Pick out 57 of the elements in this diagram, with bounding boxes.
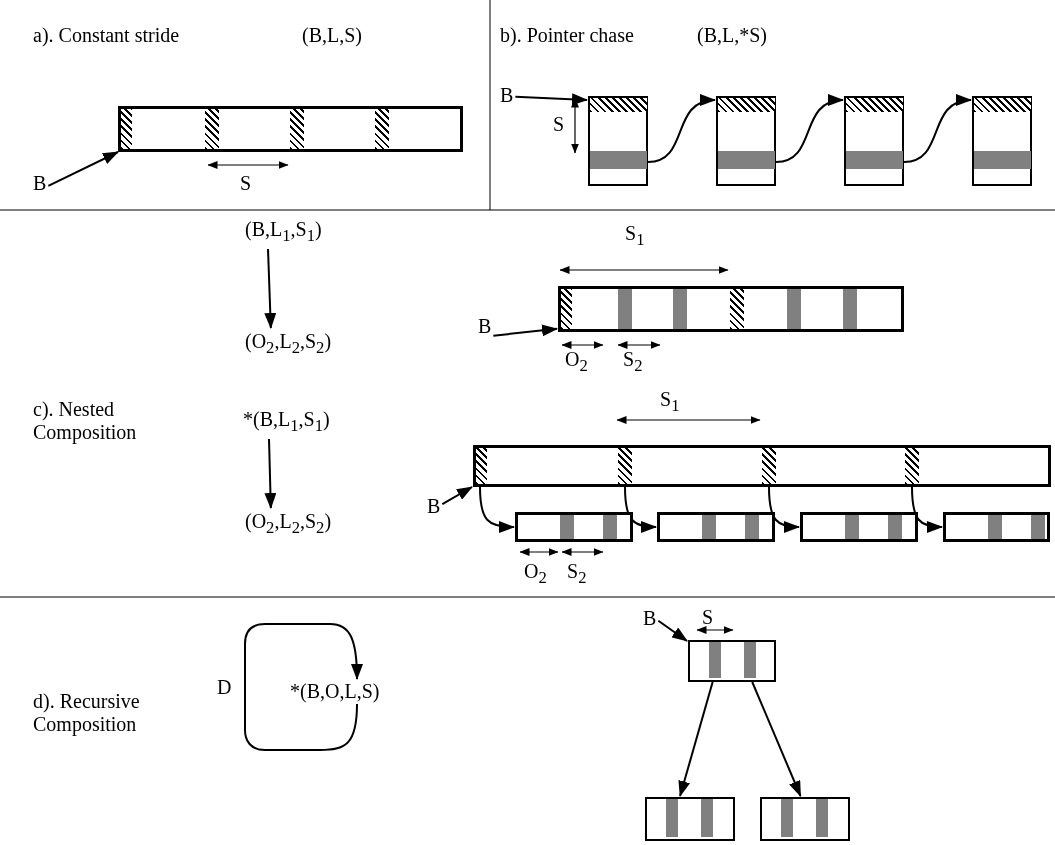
pointer-label: B xyxy=(500,84,514,107)
dimension-label: S$_{1}$ xyxy=(660,388,680,417)
arrow xyxy=(768,486,800,533)
dimension-label: O$_{2}$ xyxy=(524,560,547,589)
dimension-label: S$_{1}$ xyxy=(625,222,645,251)
panel-title: a). Constant stride xyxy=(33,24,180,47)
memory-array-bar xyxy=(473,445,1051,487)
dimension-label: S$_{2}$ xyxy=(567,560,587,589)
memory-block xyxy=(972,96,1032,186)
memory-array-bar xyxy=(943,512,1050,542)
formula-text: *(B,L$_{1}$,S$_{1}$) xyxy=(243,408,330,437)
arrow xyxy=(647,95,716,163)
formula-text: (B,L,*S) xyxy=(697,24,767,47)
arrow xyxy=(657,619,688,642)
pointer-label: B xyxy=(33,172,47,195)
formula-text: (O$_{2}$,L$_{2}$,S$_{2}$) xyxy=(245,330,332,359)
memory-array-bar xyxy=(515,512,633,542)
loop-arrow xyxy=(244,623,363,751)
arrow xyxy=(751,681,802,797)
panel-title: b). Pointer chase xyxy=(500,24,634,47)
arrow xyxy=(903,95,972,163)
dimension-label: S$_{2}$ xyxy=(623,348,643,377)
formula-text: (O$_{2}$,L$_{2}$,S$_{2}$) xyxy=(245,510,332,539)
pointer-label: B xyxy=(478,315,492,338)
arrow xyxy=(911,486,943,533)
arrow xyxy=(47,151,119,187)
memory-array-bar xyxy=(800,512,918,542)
memory-array-bar xyxy=(558,286,904,332)
panel-title: c). Nested Composition xyxy=(33,398,138,444)
dimension-label: S xyxy=(553,113,565,136)
memory-array-bar xyxy=(118,106,463,152)
arrow xyxy=(492,324,558,337)
memory-block xyxy=(588,96,648,186)
arrow xyxy=(775,95,844,163)
pointer-label: B xyxy=(427,495,441,518)
memory-block xyxy=(760,797,850,841)
pointer-label: B xyxy=(643,607,657,630)
memory-array-bar xyxy=(657,512,775,542)
arrow xyxy=(441,486,473,506)
edge-label: D xyxy=(217,676,232,699)
dimension-label: S xyxy=(240,172,252,195)
arrow xyxy=(264,248,277,329)
panel-title: d). Recursive Composition xyxy=(33,690,141,736)
arrow xyxy=(514,93,588,106)
formula-text: *(B,O,L,S) xyxy=(290,680,380,703)
formula-text: (B,L$_{1}$,S$_{1}$) xyxy=(245,218,322,247)
memory-block xyxy=(688,640,776,682)
memory-block xyxy=(645,797,735,841)
arrow xyxy=(479,486,515,533)
dimension-label: O$_{2}$ xyxy=(565,348,588,377)
memory-block xyxy=(716,96,776,186)
arrow xyxy=(678,681,714,797)
formula-text: (B,L,S) xyxy=(302,24,362,47)
dimension-label: S xyxy=(702,606,714,629)
memory-block xyxy=(844,96,904,186)
arrow xyxy=(264,438,277,509)
arrow xyxy=(624,486,657,533)
